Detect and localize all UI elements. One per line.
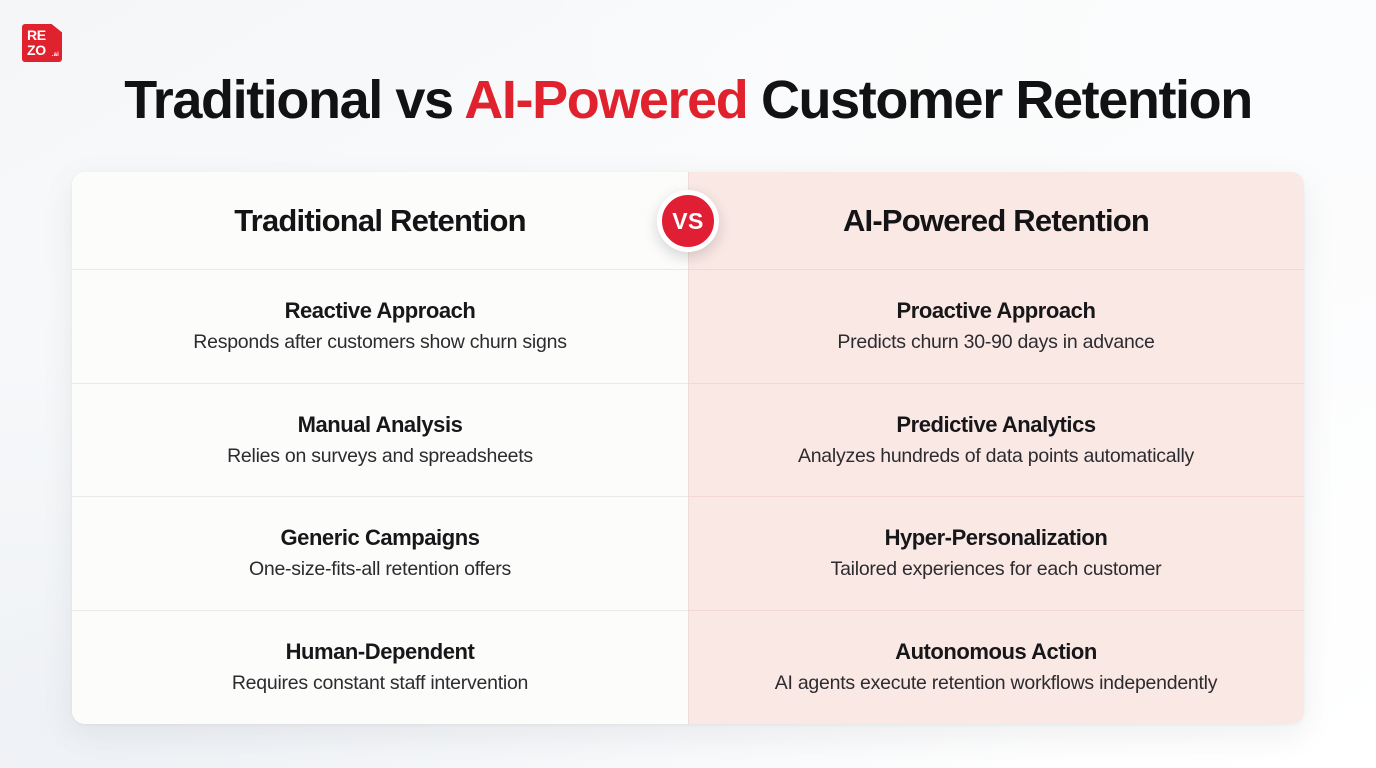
row-title: Predictive Analytics [896, 411, 1096, 437]
row-description: One-size-fits-all retention offers [248, 558, 512, 581]
logo-wordmark: RE ZO [27, 28, 46, 57]
row-title: Manual Analysis [297, 411, 463, 437]
comparison-card: Traditional Retention Reactive Approach … [72, 172, 1304, 724]
page-title-part-1: Traditional vs [124, 70, 465, 130]
row-description: AI agents execute retention workflows in… [774, 672, 1218, 695]
row-title: Human-Dependent [285, 639, 475, 665]
ai-powered-retention-column: AI-Powered Retention Proactive Approach … [688, 172, 1304, 724]
table-row: Autonomous Action AI agents execute rete… [688, 611, 1304, 725]
column-header-label: AI-Powered Retention [842, 202, 1150, 238]
column-header-ai-powered: AI-Powered Retention [688, 172, 1304, 270]
row-title: Autonomous Action [895, 639, 1097, 665]
rezo-ai-logo: RE ZO .ai [22, 24, 62, 62]
row-description: Predicts churn 30-90 days in advance [837, 331, 1155, 354]
column-header-traditional: Traditional Retention [72, 172, 688, 270]
table-row: Generic Campaigns One-size-fits-all rete… [72, 497, 688, 611]
page-title: Traditional vs AI-Powered Customer Reten… [0, 68, 1376, 132]
table-row: Manual Analysis Relies on surveys and sp… [72, 384, 688, 497]
row-title: Reactive Approach [284, 298, 476, 324]
row-description: Responds after customers show churn sign… [193, 331, 567, 354]
row-description: Requires constant staff intervention [231, 672, 529, 695]
table-row: Proactive Approach Predicts churn 30-90 … [688, 270, 1304, 384]
page-title-accent: AI-Powered [464, 70, 748, 130]
table-row: Hyper-Personalization Tailored experienc… [688, 497, 1304, 611]
table-row: Reactive Approach Responds after custome… [72, 270, 688, 384]
page-title-part-2: Customer Retention [747, 70, 1253, 130]
row-description: Relies on surveys and spreadsheets [227, 444, 533, 467]
table-row: Predictive Analytics Analyzes hundreds o… [688, 384, 1304, 497]
row-title: Hyper-Personalization [884, 525, 1108, 551]
logo-line-2: ZO [27, 41, 46, 58]
row-description: Tailored experiences for each customer [830, 558, 1162, 581]
row-title: Proactive Approach [896, 298, 1096, 324]
row-title: Generic Campaigns [280, 525, 480, 551]
row-description: Analyzes hundreds of data points automat… [797, 444, 1195, 467]
vs-badge: VS [657, 190, 719, 252]
logo-line-1: RE [27, 27, 46, 43]
column-header-label: Traditional Retention [234, 202, 526, 238]
traditional-retention-column: Traditional Retention Reactive Approach … [72, 172, 688, 724]
table-row: Human-Dependent Requires constant staff … [72, 611, 688, 725]
logo-suffix: .ai [51, 52, 59, 58]
